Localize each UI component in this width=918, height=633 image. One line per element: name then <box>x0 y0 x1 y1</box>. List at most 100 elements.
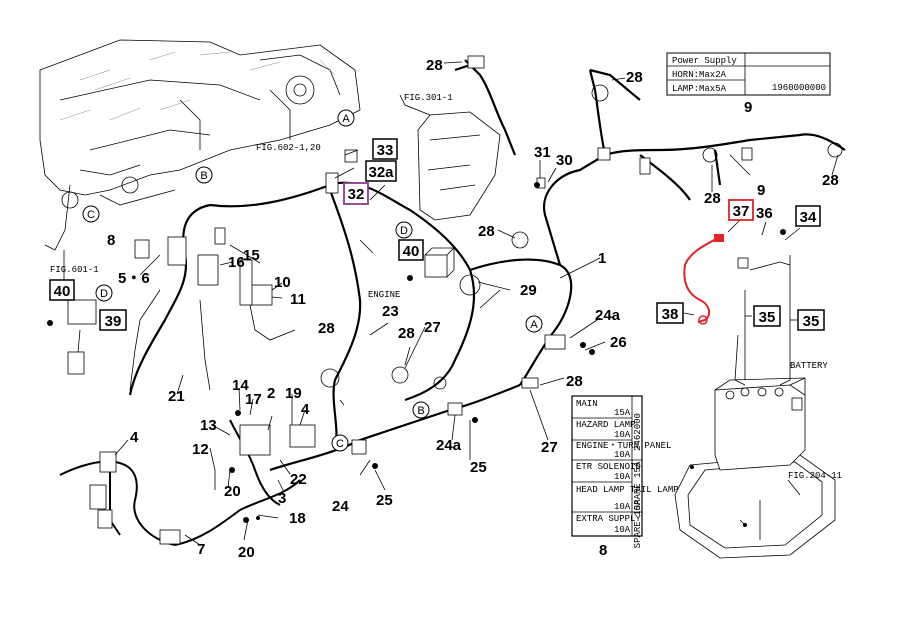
circle-ref-b: B <box>417 405 424 417</box>
callout-30: 30 <box>556 152 573 169</box>
callout-9: 9 <box>757 182 765 199</box>
callout-8: 8 <box>107 232 115 249</box>
callout-24: 24 <box>332 498 349 515</box>
callout-17: 17 <box>245 391 262 408</box>
callout-4: 4 <box>301 401 310 418</box>
circle-ref-c: C <box>336 438 344 450</box>
callout-27: 27 <box>541 439 558 456</box>
callout-28: 28 <box>426 57 443 74</box>
leader-lines <box>63 61 839 546</box>
callout-28: 28 <box>478 223 495 240</box>
fig-ref-301: FIG.301-1 <box>404 93 453 103</box>
power-supply-label: Power Supply HORN:Max2A LAMP:Max5A 19600… <box>666 52 831 96</box>
circle-ref-d: D <box>100 288 108 300</box>
callout-20: 20 <box>224 483 241 500</box>
fuse-row-name: MAIN <box>576 399 598 409</box>
fuse-row-amp: 10A <box>614 525 631 535</box>
callout-28: 28 <box>398 325 415 342</box>
battery-cable-ring <box>698 315 708 325</box>
callout-28: 28 <box>626 69 643 86</box>
callout-40: 40 <box>403 243 420 260</box>
figure-refs: FIG.602-1,20 FIG.301-1 FIG.601-1 FIG.204… <box>50 93 842 481</box>
left-components <box>67 227 296 391</box>
callout-23: 23 <box>382 303 399 320</box>
callout-2: 2 <box>267 385 275 402</box>
fuse-row-amp: 10A <box>614 430 631 440</box>
callout-28: 28 <box>704 190 721 207</box>
fuse-label: MAIN 15A HAZARD LAMP 10A ENGINE・TURN PAN… <box>571 395 679 548</box>
callout-16: 16 <box>228 254 245 271</box>
callout-1: 1 <box>598 250 606 267</box>
callout-39: 39 <box>105 313 122 330</box>
callout-28: 28 <box>318 320 335 337</box>
power-label-lamp: LAMP:Max5A <box>672 84 727 94</box>
callout-28: 28 <box>566 373 583 390</box>
dashboard-bracket <box>399 94 501 278</box>
fuse-row-amp: 10A <box>614 450 631 460</box>
callout-34: 34 <box>800 209 817 226</box>
fuse-spare-b: SPARE 10A <box>633 499 643 548</box>
callout-33: 33 <box>377 142 394 159</box>
callout-3: 3 <box>278 490 286 507</box>
circle-ref-b: B <box>200 170 207 182</box>
transmission-outline <box>39 39 361 251</box>
circle-ref-d: D <box>400 225 408 237</box>
callout-18: 18 <box>289 510 306 527</box>
callout-38: 38 <box>662 306 679 323</box>
callout-36: 36 <box>756 205 773 222</box>
callout-25: 25 <box>376 492 393 509</box>
fuse-row-amp: 10A <box>614 472 631 482</box>
callout-29: 29 <box>520 282 537 299</box>
callout-24a: 24a <box>595 307 621 324</box>
callout-22: 22 <box>290 471 307 488</box>
callout-25: 25 <box>470 459 487 476</box>
callout-20: 20 <box>238 544 255 561</box>
circle-ref-c: C <box>87 209 95 221</box>
callout-31: 31 <box>534 144 551 161</box>
callout-12: 12 <box>192 441 209 458</box>
fuse-row-name: EXTRA SUPPLY <box>576 514 641 524</box>
boxed-callouts: 33 32a 32 40 40 39 37 34 38 35 35 <box>49 138 825 331</box>
callout-4: 4 <box>130 429 139 446</box>
callout-40: 40 <box>54 283 71 300</box>
callout-21: 21 <box>168 388 185 405</box>
fuse-side-code: 2462000 <box>633 413 643 451</box>
callout-32: 32 <box>348 186 365 203</box>
power-label-code: 1960000000 <box>772 83 826 93</box>
fuse-row-amp: 10A <box>614 502 631 512</box>
callout-35: 35 <box>803 313 820 330</box>
fig-ref-204: FIG.204-11 <box>788 471 842 481</box>
callout-8: 8 <box>599 542 607 559</box>
bolts <box>47 182 786 527</box>
callout-27: 27 <box>424 319 441 336</box>
fuse-row-name: ETR SOLENOID <box>576 462 641 472</box>
front-harness-connectors <box>89 424 316 545</box>
fig-ref-602: FIG.602-1,20 <box>256 143 321 153</box>
callout-13: 13 <box>200 417 217 434</box>
fuse-row-name: HAZARD LAMP <box>576 420 635 430</box>
callout-5-6: 5・6 <box>118 270 150 287</box>
circle-ref-a: A <box>342 113 350 125</box>
fuse-row-name: HEAD LAMP TAIL LAMP <box>576 485 679 495</box>
power-label-horn: HORN:Max2A <box>672 70 727 80</box>
battery-assembly <box>674 255 836 559</box>
battery-cable-terminal <box>714 234 724 242</box>
fuse-row-amp: 15A <box>614 408 631 418</box>
circle-refs: A A B B C C D D <box>82 109 543 452</box>
fuse-row-name: ENGINE・TURN PANEL <box>576 441 671 451</box>
fig-ref-601: FIG.601-1 <box>50 265 99 275</box>
callout-32a: 32a <box>368 164 394 181</box>
battery-label: BATTERY <box>790 361 828 371</box>
callout-19: 19 <box>285 385 302 402</box>
callout-15: 15 <box>243 247 260 264</box>
callout-11: 11 <box>290 291 306 308</box>
callout-24a: 24a <box>436 437 462 454</box>
callout-7: 7 <box>197 541 205 558</box>
power-label-title: Power Supply <box>672 56 737 66</box>
callout-14: 14 <box>232 377 249 394</box>
callout-35: 35 <box>759 309 776 326</box>
callout-26: 26 <box>610 334 627 351</box>
harness-clips <box>320 55 843 455</box>
plain-callouts: 28 28 9 31 30 28 9 28 36 28 1 29 24a 26 … <box>107 57 839 561</box>
